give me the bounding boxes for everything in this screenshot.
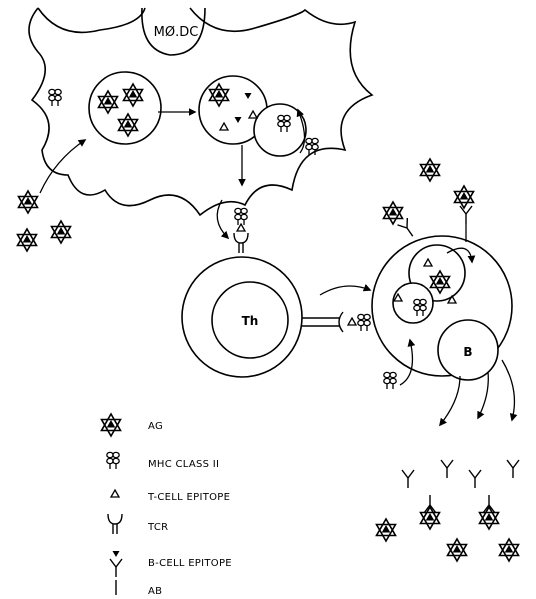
antigen-star-icon xyxy=(16,228,38,252)
mhc-class-ii-icon xyxy=(234,207,248,226)
mhc-class-ii-icon xyxy=(383,371,397,390)
legend: AG MHC CLASS II T-CELL EPITOPE TCR B-CEL… xyxy=(100,413,232,597)
macrophage-dc-label: MØ.DC xyxy=(154,25,199,40)
antigen-star-icon xyxy=(100,413,122,437)
tcr-icon xyxy=(107,513,123,535)
legend-label-b-epitope: B-CELL EPITOPE xyxy=(148,558,232,569)
t-helper-cell: Th xyxy=(181,256,303,378)
antigen-star-icon xyxy=(50,220,72,244)
mhc-class-ii-icon xyxy=(48,88,62,107)
legend-label-tcr: TCR xyxy=(147,522,168,533)
b-cell-label: B xyxy=(463,345,472,359)
antigen-star-icon xyxy=(17,190,39,214)
b-cell-epitope-icon xyxy=(112,551,120,557)
b-cell: B xyxy=(371,235,513,381)
mhc-class-ii-icon xyxy=(106,451,120,470)
legend-label-mhc: MHC CLASS II xyxy=(148,459,219,470)
legend-label-ab: AB xyxy=(148,586,162,597)
endosome-antigen-processing xyxy=(198,75,307,157)
endosome-antigen-uptake xyxy=(88,71,162,145)
antibody-icon xyxy=(109,558,123,578)
legend-label-t-epitope: T-CELL EPITOPE xyxy=(147,492,230,503)
macrophage-nucleus xyxy=(141,7,206,56)
t-cell-epitope-icon xyxy=(110,489,120,498)
macrophage-dc-cell: MØ.DC xyxy=(28,7,374,217)
t-helper-label: Th xyxy=(242,314,259,328)
legend-label-ag: AG xyxy=(148,421,163,432)
